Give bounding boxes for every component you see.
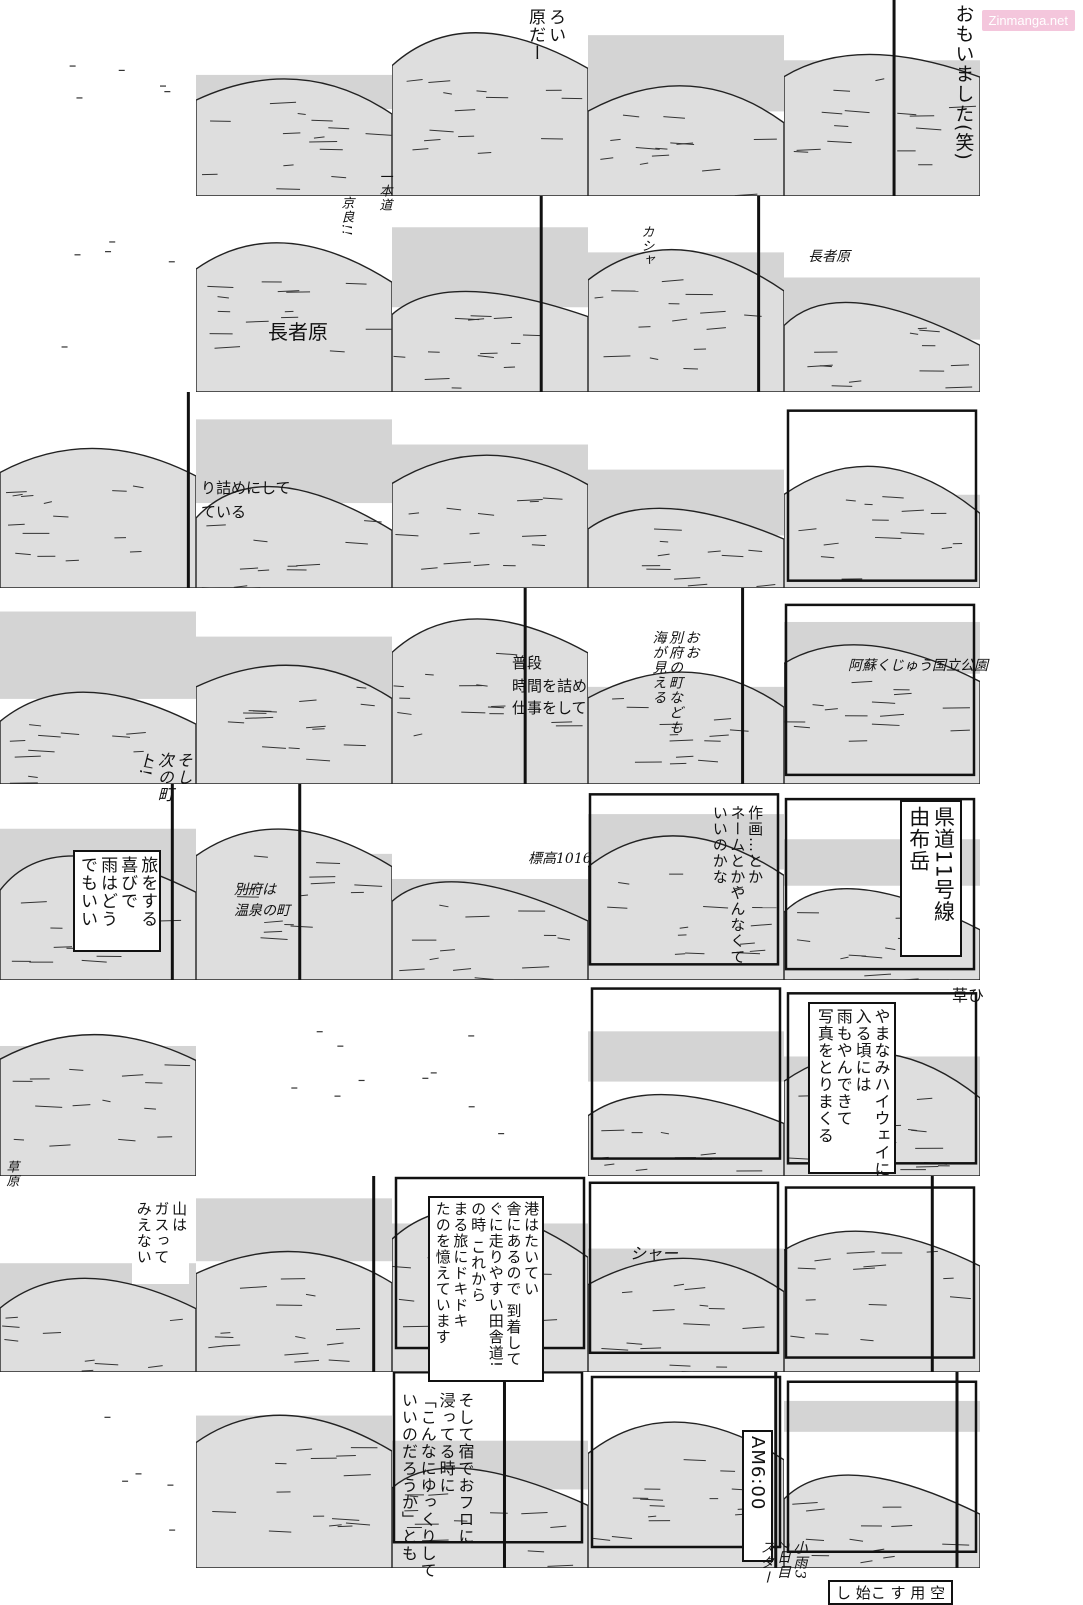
caption-port-countryside: 港はたいてい 舎にあるので 到着して ぐに走りやすい田舎道! の時 これから ま… <box>428 1196 544 1382</box>
tile-art <box>196 0 392 196</box>
label-chojabaru: 長者原 <box>808 246 850 266</box>
caption-yamanami-highway: やまなみハイウェイに 入る頃には 雨もやんできて 写真をとりまくる <box>808 1002 896 1174</box>
tile-art <box>196 196 392 392</box>
manga-tile <box>784 392 980 588</box>
tile-art <box>0 392 196 588</box>
caption-day2-start: 小雨3 2日目 スター <box>758 1540 808 1600</box>
tile-art <box>196 1176 392 1372</box>
speech-bubble-harada: ろい 原だー <box>525 8 565 88</box>
tile-art <box>784 0 980 196</box>
manga-tile <box>784 588 980 784</box>
manga-tile <box>784 1372 980 1568</box>
manga-tile <box>0 392 196 588</box>
sfx-sha: シャー <box>630 1240 678 1264</box>
caption-fudan: 普段 時間を詰め 仕事をして <box>508 650 591 722</box>
caption-mountain-fog: 山は ガスって みえない <box>132 1198 189 1284</box>
caption-route11-yufudake: 県道11号線 由布岳 <box>900 800 962 957</box>
manga-tile <box>588 0 784 196</box>
tile-art <box>0 0 196 196</box>
thought-bubble-name-work: 作画…とか ネームとかやんなくて いいのかな <box>710 805 763 975</box>
caption-joy-of-travel: 旅をする 喜びで 雨はどう でもいい <box>73 850 161 952</box>
tile-art <box>0 1372 196 1568</box>
manga-tile <box>196 196 392 392</box>
tile-art <box>392 392 588 588</box>
tile-art <box>392 784 588 980</box>
manga-tile <box>392 784 588 980</box>
caption-omoimashita: おもいました(笑) <box>952 4 974 134</box>
tile-art <box>196 1372 392 1568</box>
manga-tile <box>784 196 980 392</box>
label-aso-park: 阿蘇くじゅう国立公園 <box>848 655 988 675</box>
manga-tile <box>0 1372 196 1568</box>
tile-art <box>392 196 588 392</box>
manga-tile <box>392 196 588 392</box>
tile-art <box>196 980 392 1176</box>
tile-art <box>0 980 196 1176</box>
manga-tile <box>0 980 196 1176</box>
tile-art <box>784 1176 980 1372</box>
handwritten-beppu-view: おお 別府の町なども 海が見える <box>650 630 700 740</box>
handwritten-sogen: 草原 <box>3 1160 18 1190</box>
tile-art <box>588 0 784 196</box>
tile-art <box>784 588 980 784</box>
handwritten-ipponmichi: 一本道 <box>376 170 391 240</box>
manga-tile <box>588 392 784 588</box>
tile-art <box>588 980 784 1176</box>
manga-tile <box>784 0 980 196</box>
tile-art <box>0 196 196 392</box>
manga-tile <box>588 980 784 1176</box>
handwritten-next-town: そし 次の町 ト! <box>135 752 192 842</box>
label-altitude: 標高1016 <box>528 848 592 868</box>
tile-art <box>588 1176 784 1372</box>
tile-art <box>784 196 980 392</box>
handwritten-beppu-onsen: 別府は 温泉の町 <box>234 880 290 922</box>
manga-tile <box>196 588 392 784</box>
tile-art <box>784 1372 980 1568</box>
tile-art <box>392 980 588 1176</box>
watermark-badge: Zinmanga.net <box>982 10 1076 31</box>
caption-rizume: り詰めにして ている <box>201 476 291 524</box>
tile-art <box>588 392 784 588</box>
tile-art <box>196 784 392 980</box>
manga-tile <box>392 392 588 588</box>
manga-tile <box>196 0 392 196</box>
manga-tile <box>196 1176 392 1372</box>
caption-kusa: 草ひ <box>952 982 984 1006</box>
manga-tile <box>196 784 392 980</box>
manga-tile <box>588 196 784 392</box>
tile-art <box>588 196 784 392</box>
caption-hotel-bath: そして宿でおフロに 浸ってる時に 「こんなにゆっくりして いいのだろうか」とも <box>398 1392 474 1597</box>
sign-chojabaru: 長者原 <box>268 316 328 345</box>
tile-art <box>784 392 980 588</box>
manga-tile <box>588 1176 784 1372</box>
manga-tile <box>196 1372 392 1568</box>
handwritten-keira: 京良!! <box>338 196 353 276</box>
manga-tile <box>0 196 196 392</box>
sfx-kasha: カシャ <box>638 225 653 275</box>
caption-bottom-right: し 始こ す 用 空 <box>828 1580 953 1605</box>
manga-tile <box>392 980 588 1176</box>
tile-art <box>196 588 392 784</box>
manga-tile <box>784 1176 980 1372</box>
manga-tile <box>0 0 196 196</box>
manga-tile <box>196 980 392 1176</box>
